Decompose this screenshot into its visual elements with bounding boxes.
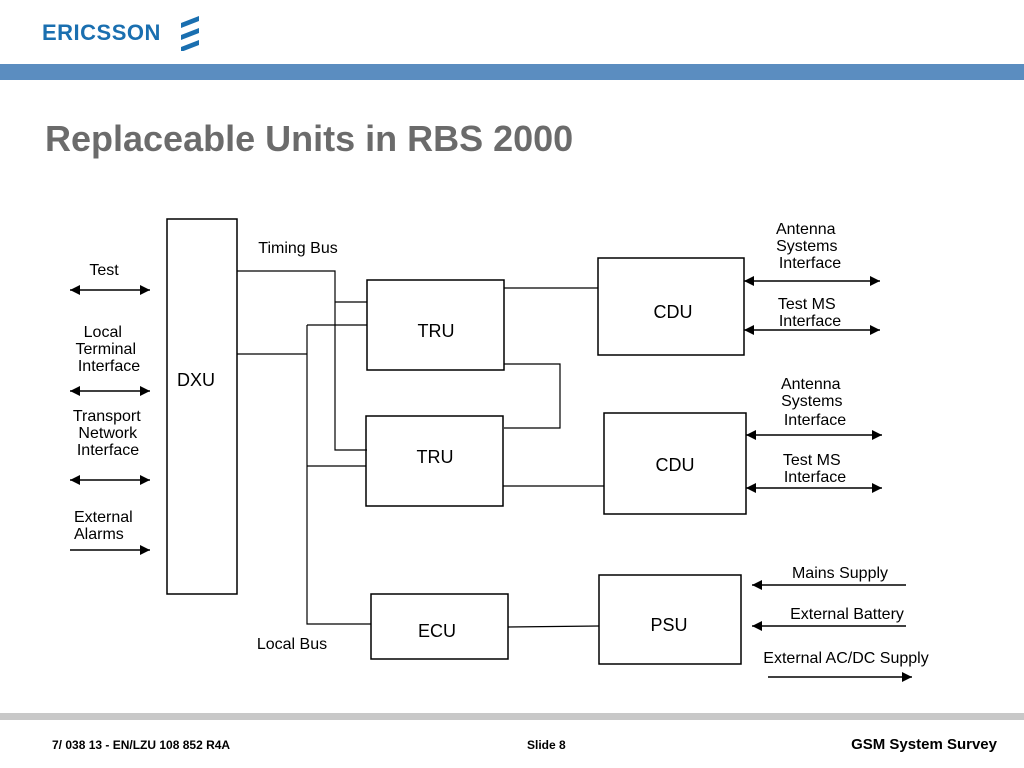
local-bus-lines	[237, 324, 371, 625]
left-interface-arrows	[70, 285, 150, 555]
tru-label-2: TRU	[417, 447, 454, 467]
right-interface-arrows	[744, 276, 882, 493]
psu-label: PSU	[650, 615, 687, 635]
ecu-label: ECU	[418, 621, 456, 641]
test-ms-label-1: Test MS Interface	[778, 296, 841, 330]
cdu-unit-2: CDU	[603, 412, 747, 515]
header-band	[0, 64, 1024, 80]
psu-unit: PSU	[598, 574, 742, 665]
antenna-label-2: Antenna Systems Interface	[781, 376, 847, 429]
test-label: Test	[89, 262, 119, 279]
slide-title: Replaceable Units in RBS 2000	[45, 118, 574, 159]
external-battery-label: External Battery	[790, 606, 904, 623]
document-reference: 7/ 038 13 - EN/LZU 108 852 R4A	[52, 738, 231, 752]
local-bus-label: Local Bus	[257, 636, 327, 653]
antenna-label-1: Antenna Systems Interface	[776, 221, 842, 272]
power-arrows	[752, 580, 912, 682]
mains-supply-label: Mains Supply	[792, 565, 888, 582]
dxu-label: DXU	[177, 370, 215, 390]
ericsson-logo: ERICSSON	[42, 15, 205, 51]
local-terminal-label: Local Terminal Interface	[76, 324, 141, 375]
test-ms-label-2: Test MS Interface	[783, 452, 846, 486]
ericsson-stripes-icon	[180, 16, 199, 51]
ac-dc-supply-label: External AC/DC Supply	[763, 650, 928, 667]
tru-cdu-lines	[503, 287, 604, 628]
external-alarms-label: External Alarms	[74, 509, 137, 543]
timing-bus-lines	[237, 270, 367, 451]
cdu-unit-1: CDU	[597, 257, 745, 356]
tru-unit-1: TRU	[366, 279, 505, 371]
presentation-title: GSM System Survey	[851, 736, 997, 753]
dxu-unit: DXU	[166, 218, 238, 595]
cdu-label-2: CDU	[656, 455, 695, 475]
tru-label-1: TRU	[418, 321, 455, 341]
transport-network-label: Transport Network Interface	[73, 408, 145, 459]
cdu-label-1: CDU	[654, 302, 693, 322]
logo-text: ERICSSON	[42, 20, 161, 45]
slide-number: Slide 8	[527, 738, 566, 752]
footer-band	[0, 713, 1024, 720]
ecu-unit: ECU	[370, 593, 509, 660]
timing-bus-label: Timing Bus	[258, 240, 337, 257]
tru-unit-2: TRU	[365, 415, 504, 507]
